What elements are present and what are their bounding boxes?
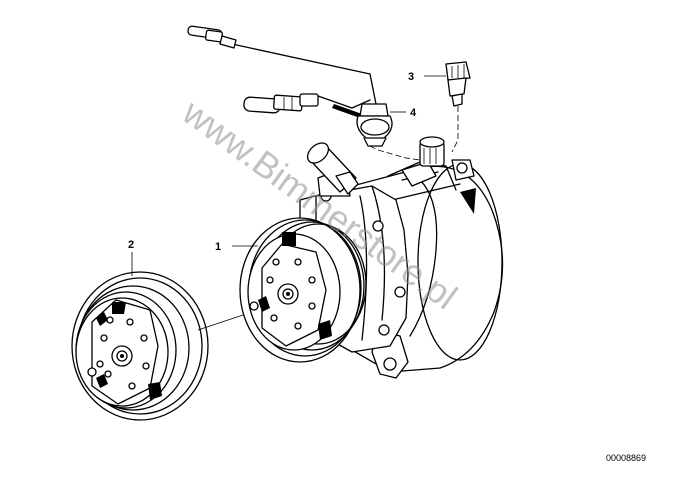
valve-part-3 [445,61,471,153]
callout-3: 3 [408,71,414,83]
document-number: 00008869 [606,453,646,463]
callout-4-group: 4 [390,107,417,119]
callout-1-group: 1 [215,241,258,253]
callout-2-group: 2 [128,239,134,276]
pressure-switch-part-4 [187,25,421,161]
callout-3-group: 3 [408,71,446,83]
callout-2: 2 [128,239,134,251]
clutch-pulley-part-2 [71,271,209,421]
callout-1: 1 [215,241,221,253]
callout-4: 4 [410,107,417,119]
compressor-part-1 [239,136,504,379]
